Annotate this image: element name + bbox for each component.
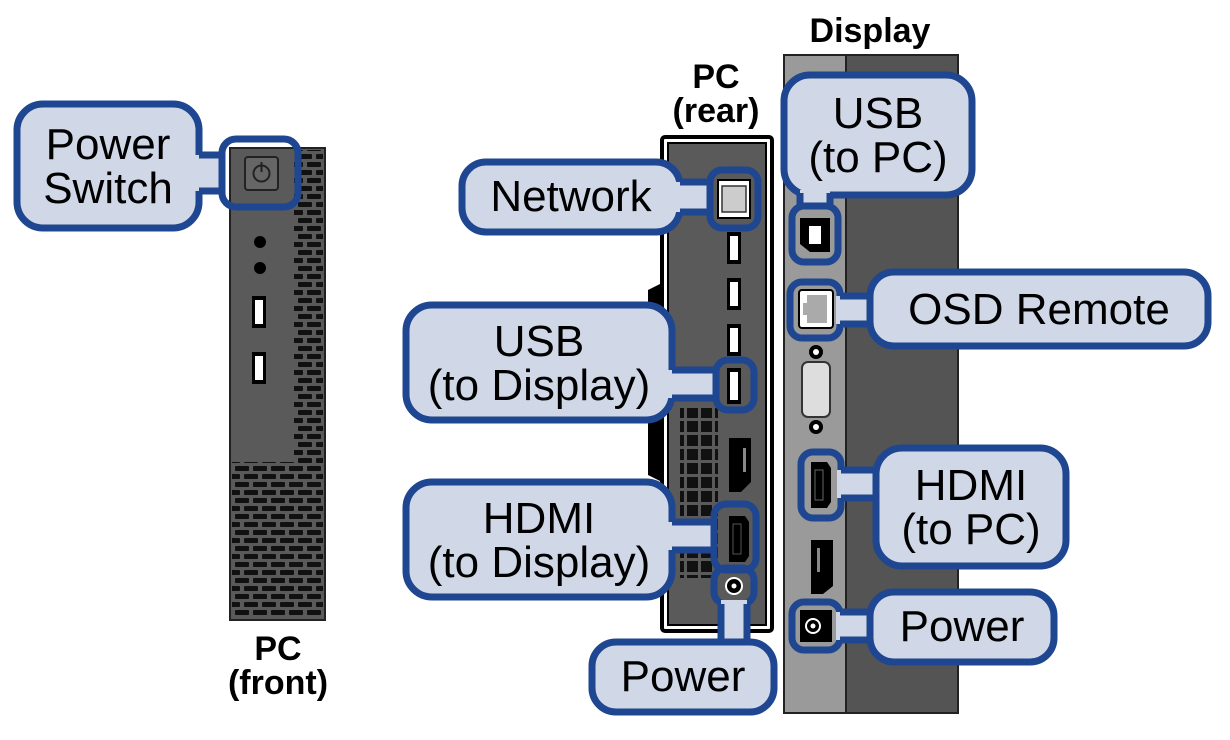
ethernet-port-icon[interactable] [717,179,751,219]
hdmi-to-display-label-line1: HDMI [482,494,596,543]
callout-power-switch [13,100,302,232]
callout-osd-remote [786,268,1212,350]
pc-front-device [229,147,326,621]
usb-port-icon [727,278,741,310]
hdmi-port-icon[interactable] [811,462,831,508]
hdmi-to-pc-label-line1: HDMI [914,461,1028,510]
callout-hdmi-to-display [402,478,760,601]
callout-usb-to-display [402,301,758,424]
displayport-icon [729,438,751,492]
callout-hdmi-to-pc [797,444,1070,570]
osd-remote-label: OSD Remote [908,285,1170,334]
power-button-icon[interactable] [244,156,279,191]
usb-port-icon [252,296,266,328]
pc-front-title-line2: (front) [227,664,329,702]
hdmi-to-pc-label-line2: (to PC) [901,505,1041,554]
power-jack-icon[interactable] [800,610,832,642]
bottom-vent [232,462,323,618]
pc-power-label: Power [620,652,746,701]
usb-port-icon[interactable] [727,368,741,404]
display-title: Display [809,12,931,50]
pc-front-title: PC (front) [214,632,342,700]
indicator-led-icon [254,262,266,274]
usb-port-icon [727,232,741,264]
power-jack-icon[interactable] [725,577,743,595]
pc-rear-title: PC (rear) [656,60,776,128]
hdmi-port-icon[interactable] [729,516,749,562]
power-switch-label: Power Switch [17,123,199,211]
usb-to-display-label-line2: (to Display) [427,361,651,410]
power-switch-label-line1: Power [45,120,171,169]
hdmi-to-display-label: HDMI (to Display) [406,497,672,585]
displayport-icon [811,540,833,594]
vga-port-icon [801,345,831,434]
usb-to-pc-label-line2: (to PC) [808,133,948,182]
callout-usb-to-pc [780,71,976,266]
usb-to-pc-label: USB (to PC) [784,92,972,180]
usb-b-port-icon[interactable] [800,218,830,252]
hdmi-to-display-label-line2: (to Display) [427,538,651,587]
network-label: Network [490,172,652,221]
usb-to-display-label-line1: USB [493,317,585,366]
power-switch-label-line2: Switch [43,164,173,213]
callout-display-power [788,588,1058,666]
usb-port-icon [252,352,266,384]
pc-rear-title-line2: (rear) [672,92,760,130]
indicator-led-icon [254,236,266,248]
callout-pc-power [588,564,778,716]
pc-rear-title-line1: PC [692,58,740,96]
display-power-label: Power [899,602,1025,651]
hdmi-to-pc-label: HDMI (to PC) [876,464,1066,552]
rj-port-icon[interactable] [798,289,834,329]
pc-front-title-line1: PC [254,630,302,668]
usb-to-display-label: USB (to Display) [406,320,672,408]
callout-network [458,158,762,236]
usb-port-icon [727,324,741,356]
usb-to-pc-label-line1: USB [832,89,924,138]
